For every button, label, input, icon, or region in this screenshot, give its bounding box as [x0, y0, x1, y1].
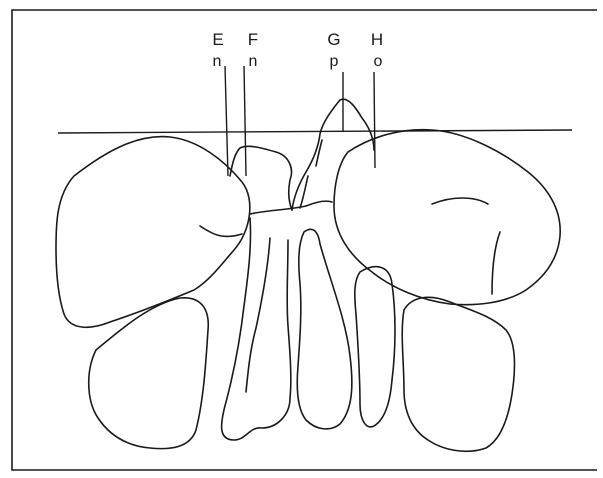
- right-upper-bone-line: [492, 232, 500, 294]
- marker-E-letter: E: [212, 30, 223, 49]
- marker-G-letter: G: [327, 30, 340, 49]
- marker-H-sub: o: [374, 53, 383, 70]
- marker-F-sub: n: [249, 53, 258, 70]
- left-lower-bone-outline: [89, 298, 209, 449]
- right-upper-bone-line-2: [432, 198, 488, 204]
- right-lower-bone-outline: [402, 297, 514, 451]
- marker-line-F: [244, 66, 246, 176]
- marker-F-letter: F: [248, 30, 258, 49]
- central-lower-bone-outline: [297, 229, 352, 429]
- marker-line-E: [225, 66, 228, 176]
- figure-frame: [12, 10, 597, 470]
- reference-line: [58, 130, 572, 133]
- central-bridge-inner-2: [316, 140, 322, 166]
- right-middle-bone-outline: [355, 267, 395, 427]
- right-upper-bone-outline: [334, 130, 560, 305]
- left-upper-bone-line: [200, 226, 242, 236]
- marker-G-sub: p: [330, 53, 339, 70]
- marker-E-sub: n: [213, 53, 222, 70]
- marker-line-H: [374, 72, 375, 168]
- left-upper-bone-outline: [56, 137, 250, 328]
- marker-H-letter: H: [371, 30, 383, 49]
